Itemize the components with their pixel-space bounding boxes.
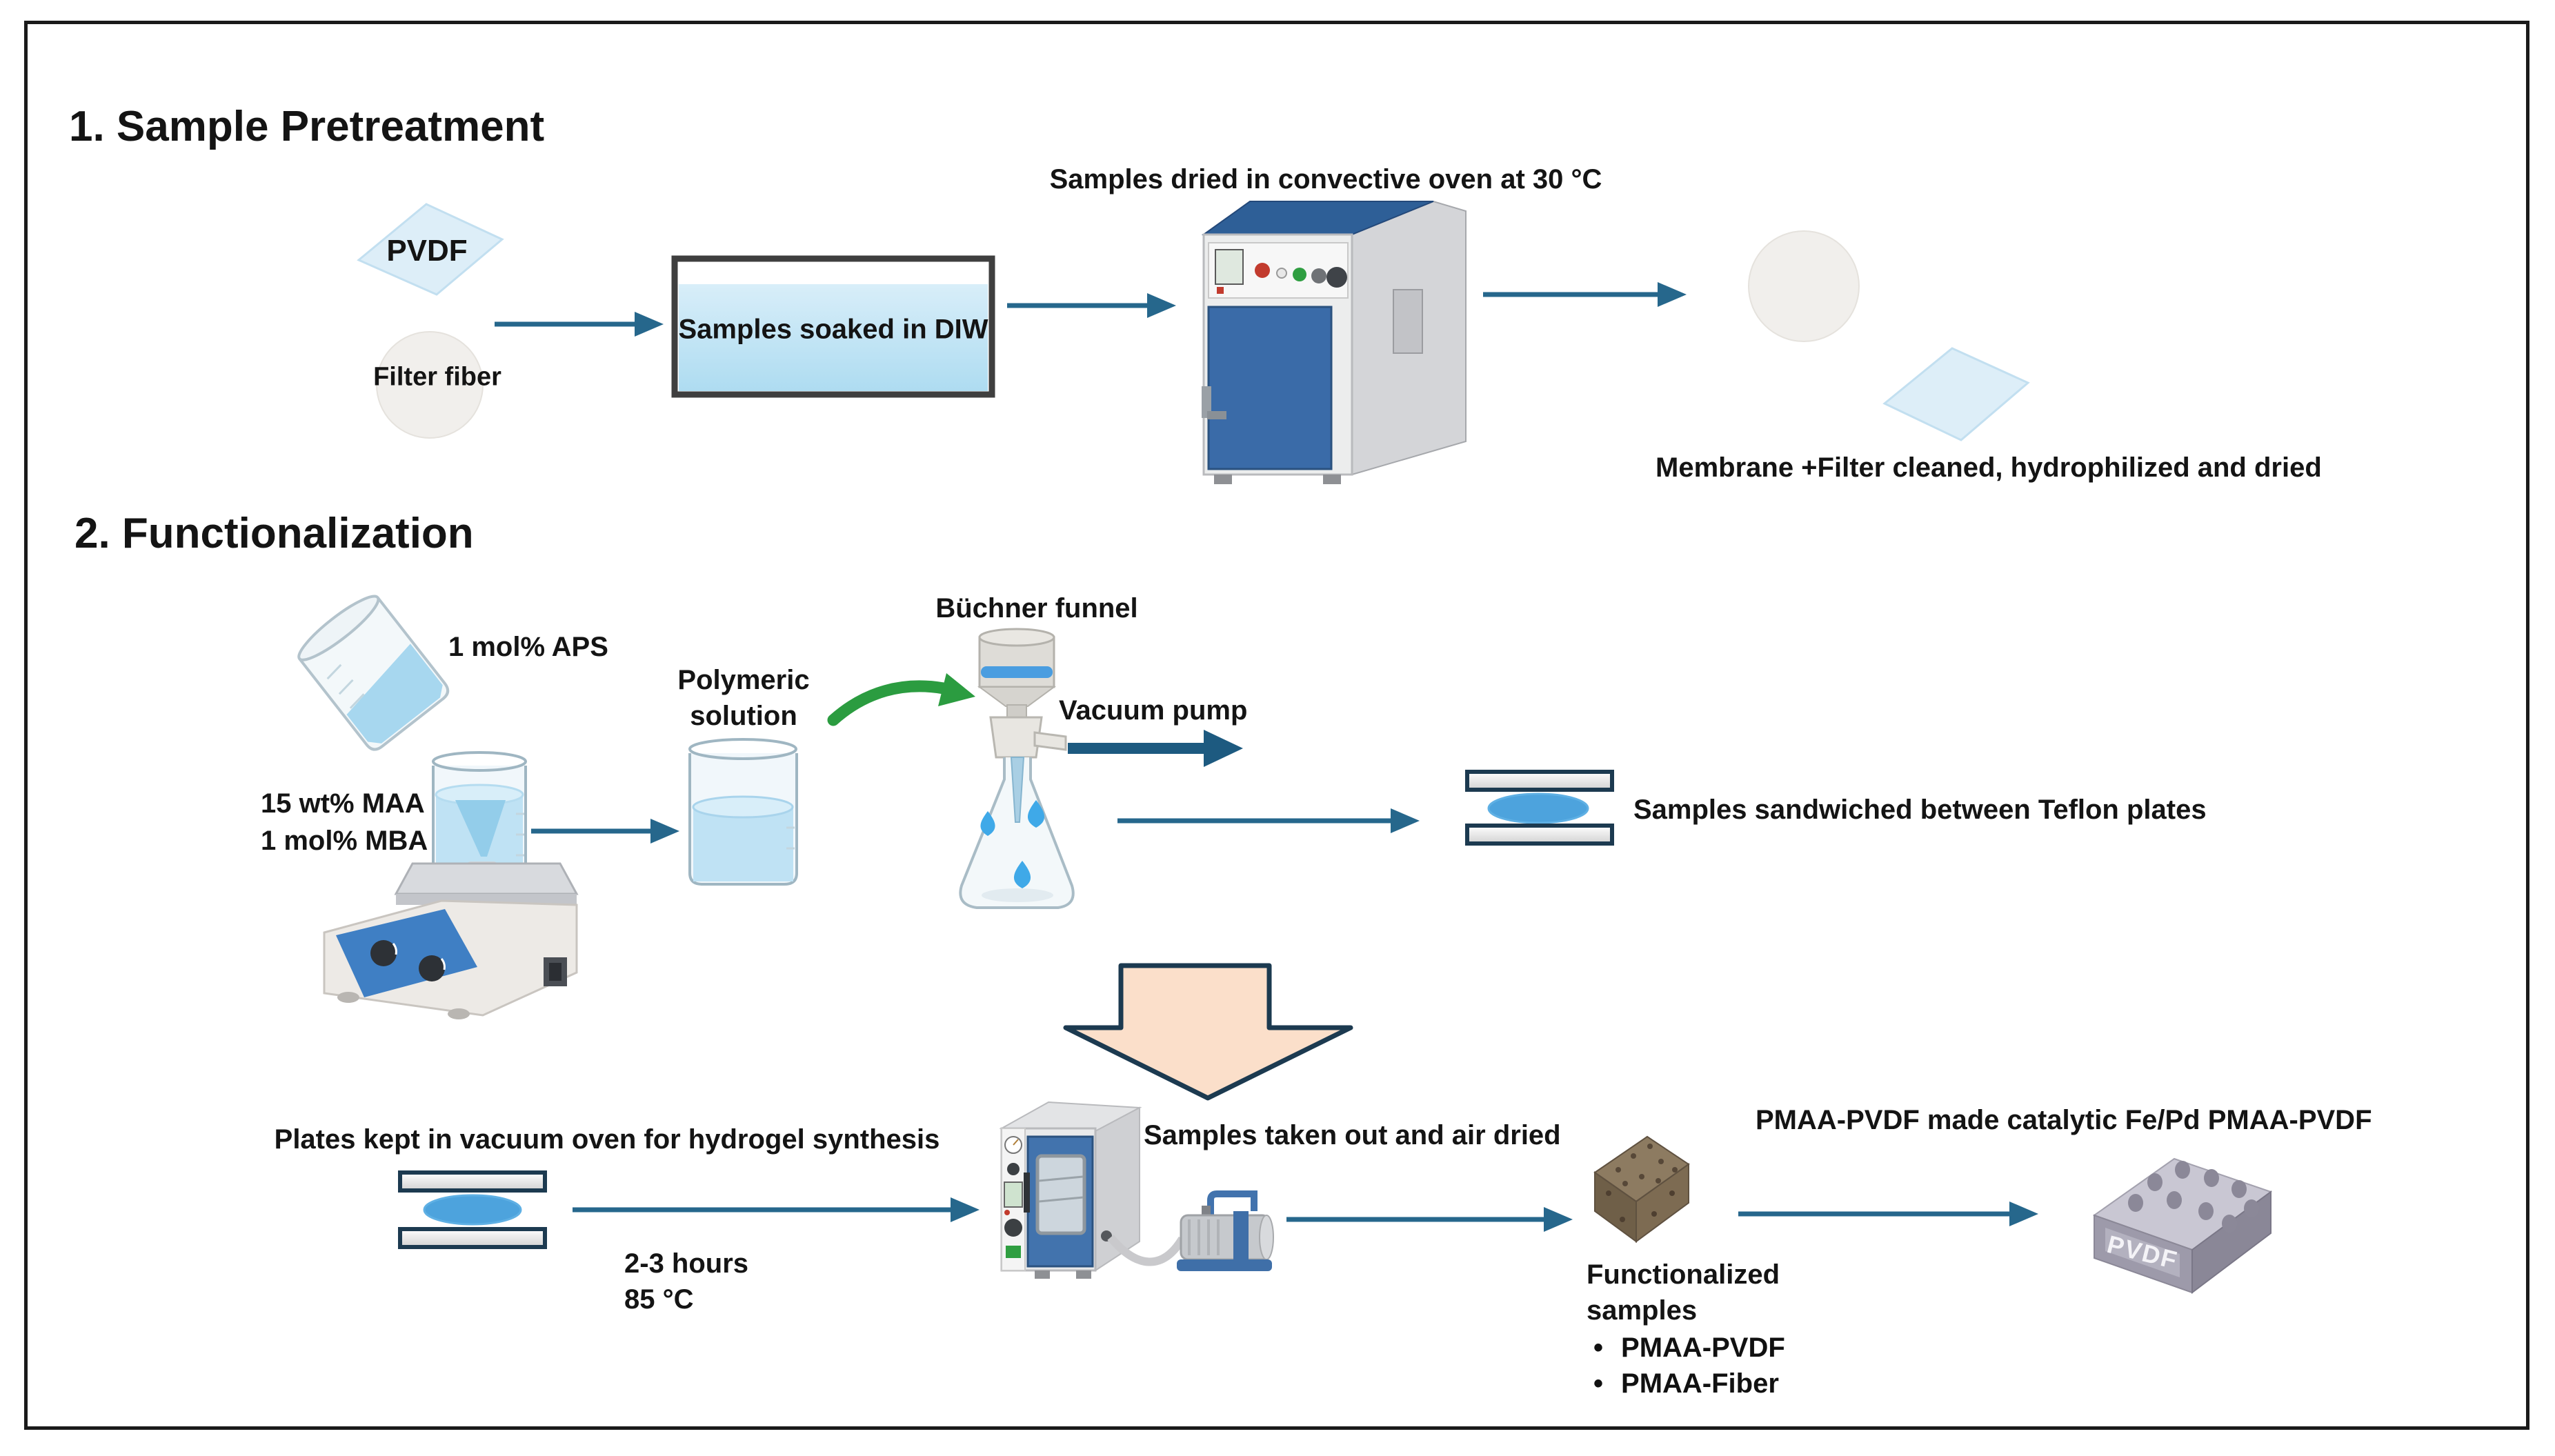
arrow-to-diw-box-icon — [495, 312, 664, 337]
vacuum-pump-label: Vacuum pump — [1059, 695, 1248, 726]
membrane-result-caption: Membrane +Filter cleaned, hydrophilized … — [1656, 452, 2322, 483]
buchner-funnel-label: Büchner funnel — [935, 593, 1138, 624]
functionalized-item-1: • PMAA-PVDF — [1593, 1333, 1785, 1364]
cleaned-membrane-icon — [1882, 347, 2030, 441]
teflon-caption: Samples sandwiched between Teflon plates — [1633, 795, 2207, 825]
vacuum-oven-icon — [999, 1101, 1142, 1279]
oven-caption: Samples dried in convective oven at 30 °… — [1049, 164, 1602, 195]
arrow-to-polymeric-beaker-icon — [531, 819, 679, 844]
bullet-icon: • — [1593, 1368, 1604, 1399]
maa-mba-labels: 15 wt% MAA 1 mol% MBA — [261, 785, 428, 859]
functionalized-item-1-label: PMAA-PVDF — [1621, 1333, 1785, 1363]
filter-flask-icon — [959, 716, 1075, 909]
arrow-to-cleaned-samples-icon — [1483, 282, 1687, 307]
outer-border — [24, 21, 2529, 1430]
arrow-to-teflon-plates-icon — [1117, 808, 1420, 833]
filter-fiber-label: Filter fiber — [373, 362, 501, 392]
polymeric-line2: solution — [690, 701, 797, 731]
section2-title: 2. Functionalization — [74, 510, 474, 557]
cleaned-filter-icon — [1748, 230, 1860, 342]
functionalized-line1: Functionalized — [1587, 1259, 1780, 1290]
polymeric-line1: Polymeric — [677, 665, 810, 695]
plates-caption: Plates kept in vacuum oven for hydrogel … — [274, 1124, 940, 1155]
arrow-to-vacuum-oven-icon — [573, 1197, 980, 1222]
maa-label: 15 wt% MAA — [261, 788, 425, 819]
aps-label: 1 mol% APS — [448, 632, 608, 662]
green-arrow-icon — [827, 673, 975, 726]
section1-title: 1. Sample Pretreatment — [69, 103, 545, 150]
functionalized-item-2: • PMAA-Fiber — [1593, 1368, 1779, 1399]
magnetic-stirrer-icon — [323, 862, 579, 1019]
catalytic-pvdf-block-icon — [2092, 1157, 2273, 1295]
polymeric-solution-label: Polymeric solution — [677, 662, 809, 734]
diw-soak-box-icon — [671, 255, 995, 398]
air-dried-caption: Samples taken out and air dried — [1144, 1120, 1561, 1150]
arrow-to-catalytic-box-icon — [1738, 1201, 2038, 1226]
filter-fiber-icon — [376, 331, 484, 439]
pvdf-membrane-icon — [357, 203, 504, 296]
big-down-arrow-icon — [1063, 963, 1353, 1101]
mba-label: 1 mol% MBA — [261, 826, 428, 856]
bullet-icon: • — [1593, 1333, 1604, 1363]
vacuum-pump-arrow-icon — [1068, 730, 1243, 767]
convective-oven-icon — [1201, 200, 1467, 484]
plates-in-oven-icon — [398, 1170, 547, 1249]
functionalized-sponge-icon — [1593, 1135, 1690, 1243]
teflon-plates-icon — [1465, 770, 1614, 846]
catalytic-caption: PMAA-PVDF made catalytic Fe/Pd PMAA-PVDF — [1756, 1105, 2372, 1135]
functionalized-item-2-label: PMAA-Fiber — [1621, 1368, 1779, 1399]
arrow-to-sponge-icon — [1286, 1207, 1573, 1232]
temperature-label: 85 °C — [624, 1284, 694, 1315]
duration-label: 2-3 hours — [624, 1248, 749, 1279]
functionalized-line2: samples — [1587, 1295, 1698, 1326]
polymeric-beaker-icon — [688, 738, 798, 886]
pvdf-label: PVDF — [386, 234, 468, 268]
vacuum-pump-icon — [1107, 1190, 1274, 1271]
aps-beaker-icon — [297, 595, 450, 751]
arrow-to-oven-icon — [1007, 293, 1176, 318]
buchner-funnel-icon — [977, 628, 1057, 722]
diw-box-label: Samples soaked in DIW — [678, 314, 988, 345]
